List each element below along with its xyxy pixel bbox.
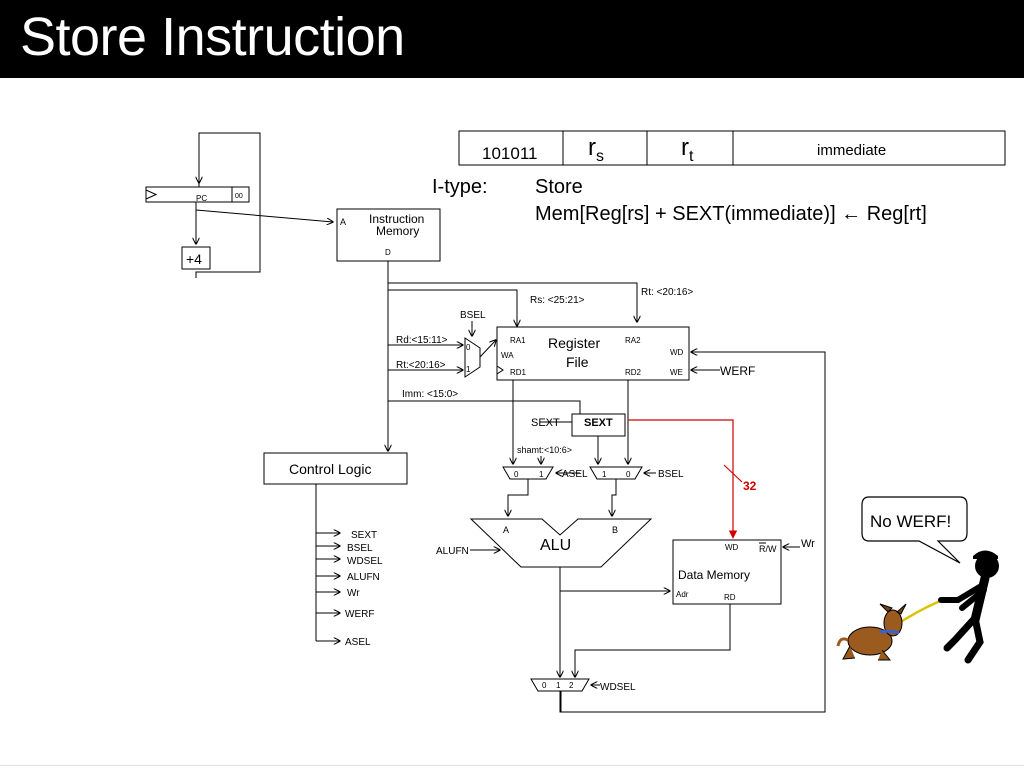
- wdsel-mux-in2: 2: [569, 681, 574, 690]
- bottom-divider: [0, 765, 1024, 766]
- alu-in-a: A: [503, 525, 509, 535]
- regfile-title-2: File: [566, 354, 589, 370]
- slide-title: Store Instruction: [20, 7, 405, 67]
- ctrl-signal-sext: SEXT: [351, 530, 377, 541]
- alu: [469, 518, 653, 568]
- dmem-rd: RD: [724, 593, 736, 602]
- callout-bubble: No WERF!: [861, 496, 968, 564]
- bus-width-label: 32: [743, 479, 757, 493]
- rs-label: Rs: <25:21>: [530, 295, 585, 306]
- rt-label: Rt:<20:16>: [396, 360, 446, 371]
- imm-label: Imm: <15:0>: [402, 389, 458, 400]
- rt-top-label: Rt: <20:16>: [641, 287, 693, 298]
- regfile-ra1: RA1: [510, 336, 526, 345]
- control-logic-title: Control Logic: [289, 461, 372, 477]
- shamt-label: shamt:<10:6>: [517, 445, 572, 455]
- ctrl-signal-wdsel: WDSEL: [347, 556, 383, 567]
- ctrl-signal-asel: ASEL: [345, 637, 371, 648]
- wdsel-label: WDSEL: [600, 682, 636, 693]
- bsel-label: BSEL: [658, 469, 684, 480]
- regfile-title-1: Register: [548, 335, 600, 351]
- wdsel-mux-in0: 0: [542, 681, 547, 690]
- alufn-label: ALUFN: [436, 546, 469, 557]
- ctrl-signal-werf: WERF: [345, 609, 374, 620]
- rt-field: rt: [681, 134, 694, 165]
- imem-title-2: Memory: [376, 224, 419, 238]
- register-file: [496, 326, 690, 381]
- dmem-adr: Adr: [676, 590, 689, 599]
- regfile-wa: WA: [501, 351, 514, 360]
- dog-walker-illustration: [836, 550, 999, 664]
- title-bar: Store Instruction: [0, 0, 1024, 78]
- wdsel-mux: [530, 678, 590, 692]
- imem-title-1: Instruction: [369, 212, 424, 226]
- imem-port-d: D: [385, 248, 391, 257]
- pc-register: [145, 186, 250, 203]
- bsel-top-label: BSEL: [460, 310, 486, 321]
- alu-in-b: B: [612, 525, 618, 535]
- ctrl-signal-alufn: ALUFN: [347, 572, 380, 583]
- itype-rtl: Mem[Reg[rs] + SEXT(immediate)] ← Reg[rt]: [535, 203, 927, 225]
- encoding-box: [458, 130, 1006, 166]
- ra-mux: [464, 337, 481, 378]
- ctrl-signal-bsel: BSEL: [347, 543, 373, 554]
- asel-mux-in1: 1: [539, 470, 544, 479]
- asel-label: ASEL: [562, 469, 588, 480]
- asel-mux: [502, 466, 554, 480]
- regfile-ra2: RA2: [625, 336, 641, 345]
- itype-label: I-type:: [432, 176, 488, 198]
- plus4-adder: [181, 246, 211, 270]
- werf-label: WERF: [720, 364, 755, 378]
- dmem-wr: Wr: [801, 538, 815, 550]
- instruction-memory: [336, 208, 441, 262]
- regfile-rd2: RD2: [625, 368, 642, 377]
- bsel-mux-in1: 1: [602, 470, 607, 479]
- pc-bits: 00: [235, 193, 243, 200]
- plus4-label: +4: [186, 251, 202, 267]
- rs-field: rs: [588, 134, 604, 165]
- control-logic: [263, 452, 408, 485]
- callout-text: No WERF!: [870, 512, 951, 531]
- bsel-mux-in0: 0: [626, 470, 631, 479]
- ctrl-signal-wr: Wr: [347, 588, 360, 599]
- sext-block-label: SEXT: [584, 417, 613, 429]
- dmem-title: Data Memory: [678, 568, 750, 582]
- immediate-field: immediate: [817, 142, 886, 159]
- itype-name: Store: [535, 176, 583, 198]
- dmem-wd: WD: [725, 543, 739, 552]
- ra-mux-in1: 1: [466, 365, 471, 374]
- store-data-path: [628, 419, 738, 539]
- bsel-mux: [589, 466, 643, 480]
- imem-port-a: A: [340, 217, 346, 227]
- ra-mux-in0: 0: [466, 343, 471, 352]
- wdsel-mux-in1: 1: [556, 681, 561, 690]
- sext-ctrl-label: SEXT: [531, 417, 560, 429]
- regfile-we: WE: [670, 368, 683, 377]
- regfile-wd: WD: [670, 348, 684, 357]
- regfile-rd1: RD1: [510, 368, 527, 377]
- dmem-rw: R/W: [759, 544, 777, 554]
- alu-label: ALU: [540, 537, 571, 554]
- rd-label: Rd:<15:11>: [396, 335, 448, 346]
- pc-label: PC: [196, 194, 207, 203]
- opcode-text: 101011: [482, 144, 537, 163]
- asel-mux-in0: 0: [514, 470, 519, 479]
- data-memory: [672, 539, 782, 605]
